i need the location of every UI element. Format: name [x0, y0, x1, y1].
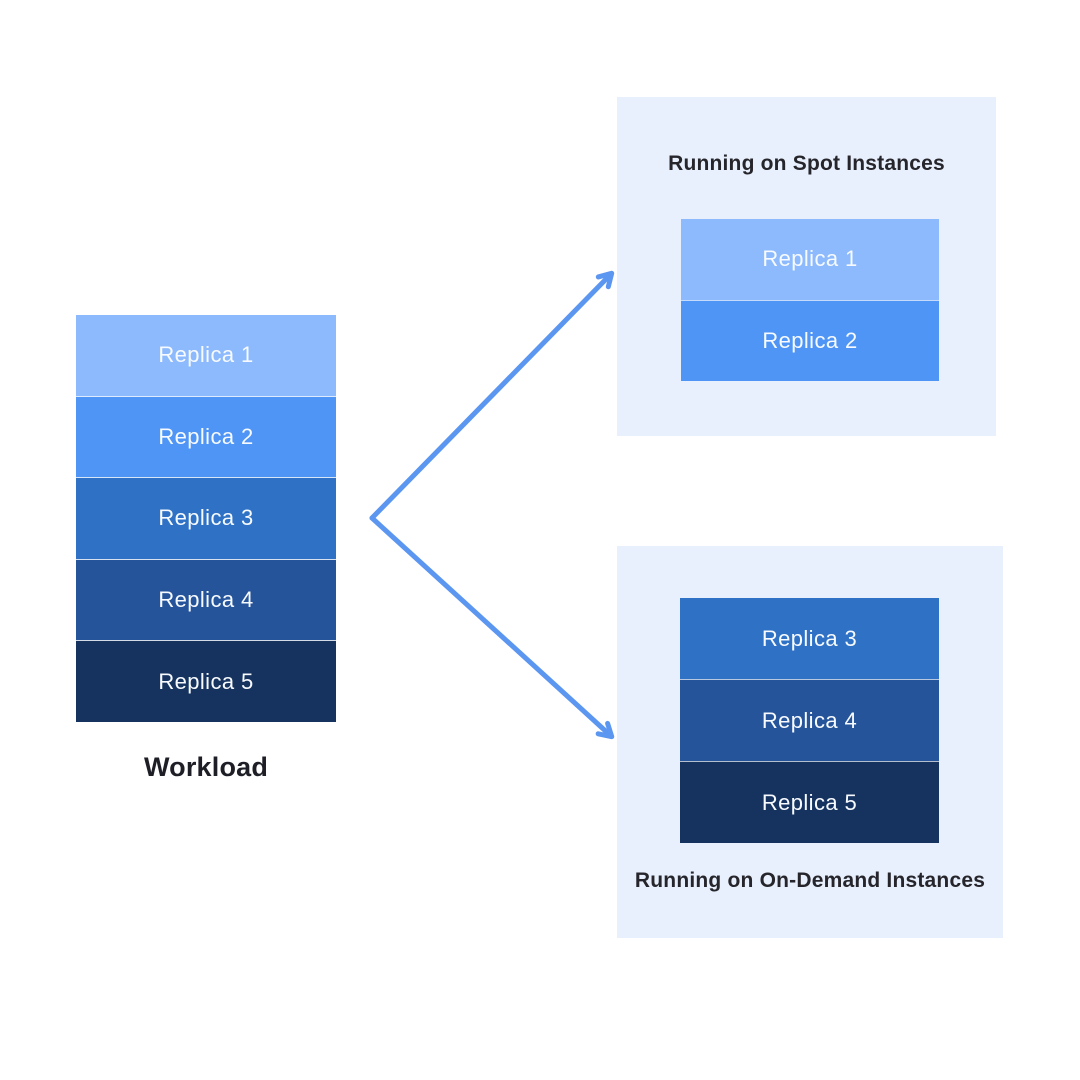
arrow-to-spot	[369, 270, 615, 521]
workload-replica-3-label: Replica 3	[158, 505, 254, 531]
workload-stack: Replica 1 Replica 2 Replica 3 Replica 4 …	[76, 315, 336, 722]
workload-replica-5-band: Replica 5	[76, 640, 336, 722]
spot-replica-2-label: Replica 2	[762, 327, 858, 353]
ondemand-replica-4-box: Replica 4	[680, 679, 939, 761]
ondemand-panel-title: Running on On-Demand Instances	[634, 869, 986, 892]
ondemand-instances-panel: Replica 3 Replica 4 Replica 5 Running on…	[617, 546, 1003, 938]
arrow-to-ondemand	[369, 515, 615, 740]
workload-replica-2-band: Replica 2	[76, 395, 336, 478]
ondemand-replica-5-box: Replica 5	[680, 761, 939, 843]
workload-replica-1-band: Replica 1	[76, 315, 336, 396]
ondemand-replica-stack: Replica 3 Replica 4 Replica 5	[680, 598, 939, 843]
ondemand-replica-3-label: Replica 3	[761, 625, 858, 651]
workload-title: Workload	[143, 752, 269, 782]
spot-replica-2-box: Replica 2	[681, 299, 939, 381]
workload-replica-5-label: Replica 5	[158, 668, 254, 694]
ondemand-replica-3-box: Replica 3	[680, 598, 939, 679]
workload-replica-3-band: Replica 3	[76, 477, 336, 559]
spot-replica-1-box: Replica 1	[681, 219, 939, 300]
ondemand-replica-4-label: Replica 4	[761, 707, 858, 733]
workload-replica-4-label: Replica 4	[158, 587, 254, 613]
workload-replica-4-band: Replica 4	[76, 558, 336, 641]
spot-instances-panel: Running on Spot Instances Replica 1 Repl…	[617, 97, 996, 436]
spot-panel-title: Running on Spot Instances	[668, 152, 945, 175]
workload-replica-1-label: Replica 1	[158, 342, 254, 368]
workload-replica-2-label: Replica 2	[158, 423, 254, 449]
spot-replica-1-label: Replica 1	[762, 246, 858, 272]
ondemand-replica-5-label: Replica 5	[761, 789, 858, 815]
spot-replica-stack: Replica 1 Replica 2	[681, 219, 939, 381]
